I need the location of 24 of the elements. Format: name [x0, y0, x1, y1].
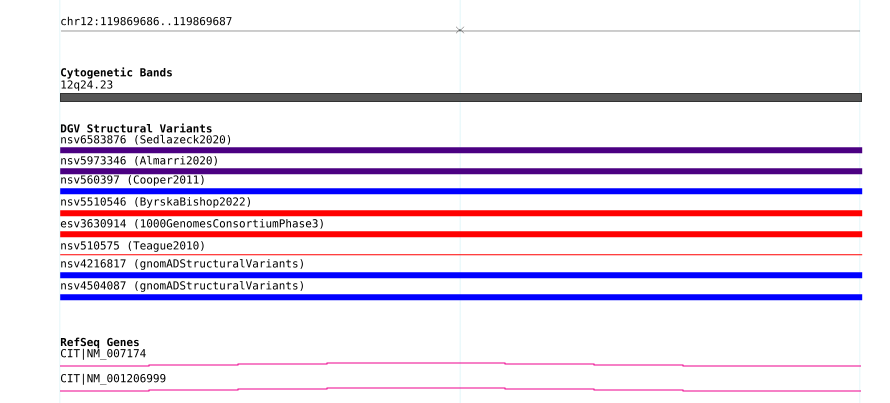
variant-bar: nsv510575 (Teague2010)	[60, 241, 862, 256]
node-label: nsv5973346 (Almarri2020)	[61, 156, 217, 166]
variant-bar: nsv4216817 (gnomADStructuralVariants)	[60, 259, 862, 278]
node-label: nsv4504087 (gnomADStructuralVariants)	[61, 281, 303, 292]
variant-bar: nsv560397 (Cooper2011)	[60, 175, 862, 194]
gene-feature: CIT|NM_001206999	[60, 374, 862, 392]
track-title: DGV Structural Variants	[60, 123, 212, 133]
variant-bar: nsv5973346 (Almarri2020)	[60, 156, 862, 174]
cytoband-bar: 12q24.23	[60, 80, 862, 102]
track-title: Cytogenetic Bands	[61, 67, 172, 79]
node-label: esv3630914 (1000GenomesConsortiumPhase3)	[60, 218, 323, 229]
variant-bar: esv3630914 (1000GenomesConsortiumPhase3)	[60, 218, 862, 238]
node-label: nsv5510546 (ByrskaBishop2022)	[61, 197, 250, 208]
node-label: nsv560397 (Cooper2011)	[61, 175, 204, 186]
gene-feature: CIT|NM_007174	[60, 348, 862, 366]
variant-bar: nsv5510546 (ByrskaBishop2022)	[60, 197, 862, 216]
track-title: RefSeq Genes	[60, 338, 139, 348]
node-label: nsv6583876 (Sedlazeck2020)	[61, 134, 230, 145]
node-label: nsv4216817 (gnomADStructuralVariants)	[61, 259, 303, 270]
variant-bar: nsv4504087 (gnomADStructuralVariants)	[60, 281, 862, 300]
node-label: 12q24.23	[62, 80, 112, 91]
variant-bar: nsv6583876 (Sedlazeck2020)	[60, 134, 862, 154]
node-label: nsv510575 (Teague2010)	[61, 241, 204, 252]
coordinate-label: chr12:119869686..119869687	[61, 16, 232, 26]
